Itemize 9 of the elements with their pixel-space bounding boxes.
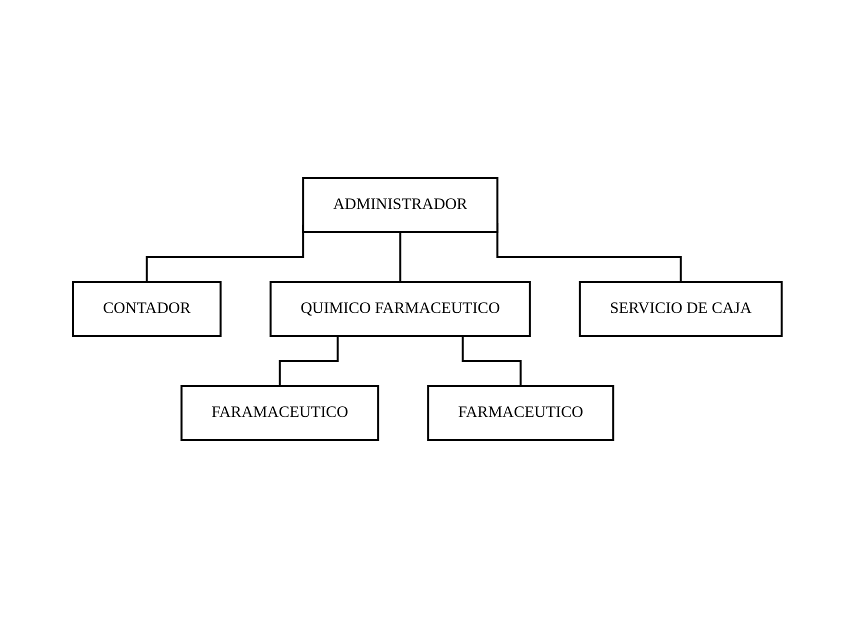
connector (462, 336, 522, 387)
node-box: QUIMICO FARMACEUTICO (270, 281, 532, 337)
node-box: FARMACEUTICO (427, 385, 614, 441)
node-box: ADMINISTRADOR (302, 177, 498, 233)
node-box: CONTADOR (72, 281, 222, 337)
connector (278, 336, 339, 387)
node-box: SERVICIO DE CAJA (579, 281, 783, 337)
node-box: FARAMACEUTICO (180, 385, 380, 441)
connector (399, 232, 402, 283)
